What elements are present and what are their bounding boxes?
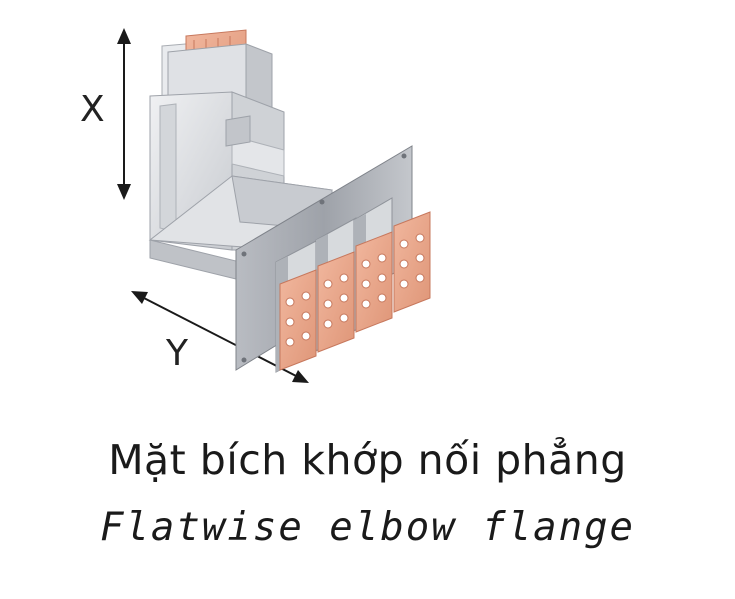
diagonal-dimension-arrow (131, 291, 309, 383)
copper-terminal-3 (355, 231, 393, 333)
dimension-label-y: Y (166, 333, 188, 374)
caption-vietnamese: Mặt bích khớp nối phẳng (108, 436, 627, 484)
copper-terminal-1 (279, 269, 317, 371)
busbar-terminals (275, 197, 431, 373)
dimension-label-x: X (80, 89, 105, 130)
vertical-dimension-arrow (117, 28, 131, 200)
copper-terminal-4 (393, 211, 431, 313)
copper-terminal-2 (317, 251, 355, 353)
busbar-elbow-illustration (117, 28, 431, 383)
caption-english: Flatwise elbow flange (99, 505, 636, 550)
